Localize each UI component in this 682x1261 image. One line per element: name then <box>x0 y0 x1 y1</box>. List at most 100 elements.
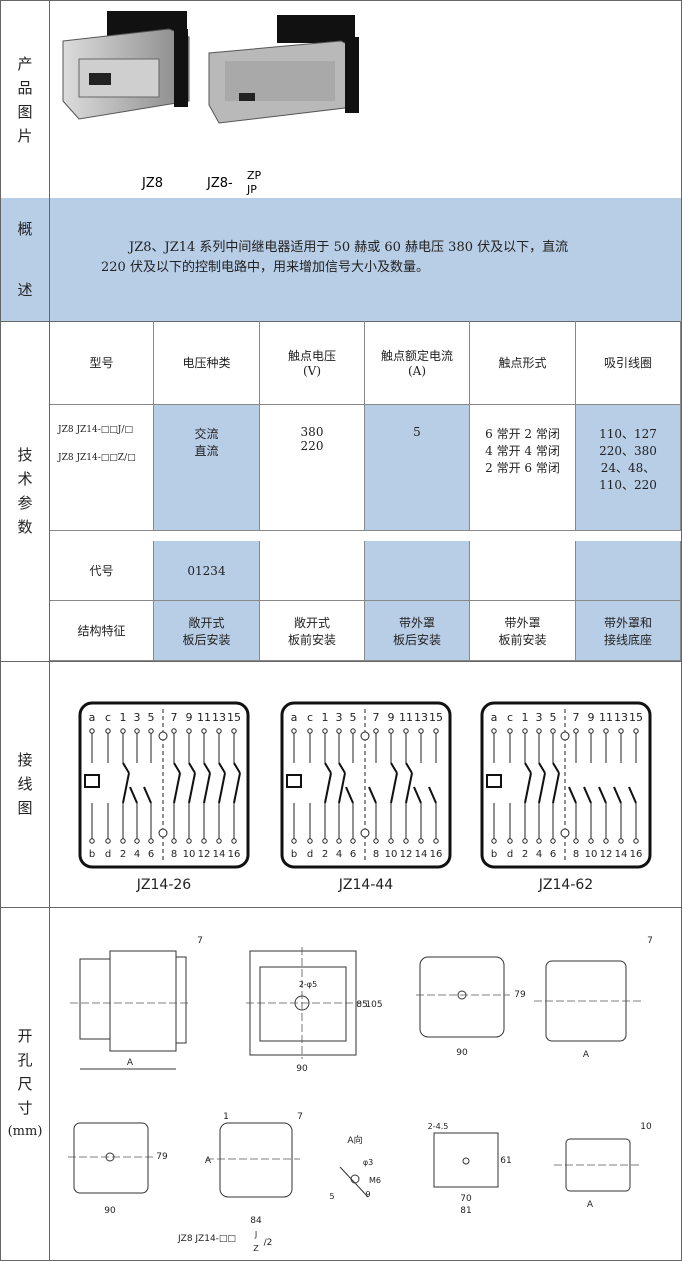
wiring-top-pin: 3 <box>536 711 543 724</box>
relay-jz8-image <box>62 11 190 120</box>
wiring-bottom-pin: b <box>291 849 297 860</box>
dim-10: 10 <box>640 1122 652 1132</box>
spec-code-empty <box>470 541 576 601</box>
wiring-top-pin: 13 <box>614 711 628 724</box>
dim-79b: 79 <box>156 1152 168 1162</box>
spec-code-empty <box>260 541 365 601</box>
wiring-bottom-pin: 14 <box>415 849 428 860</box>
wiring-bottom-pin: 8 <box>373 849 379 860</box>
dims-label: 开孔尺寸 (mm) <box>1 907 50 1260</box>
wiring-bottom-pin: b <box>491 849 497 860</box>
photo-section: 产品图片 JZ8 JZ8- ZP <box>1 1 681 199</box>
product-photos: JZ8 JZ8- ZP JP <box>62 11 359 196</box>
wiring-top-pin: 15 <box>227 711 241 724</box>
wiring-top-pin: a <box>89 711 96 724</box>
base-plate <box>433 1132 499 1188</box>
dim-a4: A <box>587 1200 594 1210</box>
wiring-top-pin: 3 <box>134 711 141 724</box>
wiring-top-pin: c <box>507 711 513 724</box>
dim-a3: A <box>205 1156 212 1166</box>
dim-9: 9 <box>365 1190 370 1199</box>
spec-code-label: 代号 <box>50 541 154 601</box>
wiring-bottom-pin: 8 <box>573 849 579 860</box>
spec-struct-item: 带外罩板后安装 <box>365 601 470 661</box>
spec-header: 触点形式 <box>470 321 576 405</box>
body-side <box>219 1122 293 1198</box>
wiring-top-pin: 3 <box>336 711 343 724</box>
photo-section-label: 产品图片 <box>1 1 50 198</box>
dims-footer-j: J <box>254 1230 257 1239</box>
wiring-top-pin: 7 <box>171 711 178 724</box>
wiring-top-pin: a <box>291 711 298 724</box>
wiring-bottom-pin: 10 <box>585 849 598 860</box>
wiring-top-pin: 9 <box>186 711 193 724</box>
wiring-bottom-pin: 16 <box>228 849 241 860</box>
spec-header: 触点额定电流(A) <box>365 321 470 405</box>
wiring-top-pin: 11 <box>599 711 613 724</box>
coil-symbol <box>486 774 502 788</box>
dim-a2: A <box>583 1050 590 1060</box>
wiring-top-pin: 9 <box>588 711 595 724</box>
wiring-bottom-pin: 6 <box>550 849 556 860</box>
spec-models: JZ8 JZ14-□□J/□JZ8 JZ14-□□Z/□ <box>50 405 154 531</box>
wiring-diagram-title: JZ14-62 <box>538 877 593 893</box>
dim-1: 1 <box>223 1112 229 1122</box>
spec-header: 电压种类 <box>154 321 260 405</box>
spec-code-value: 01234 <box>154 541 260 601</box>
spec-voltage-types: 交流直流 <box>154 405 260 531</box>
overview-section: 概 述 JZ8、JZ14 系列中间继电器适用于 50 赫或 60 赫电压 380… <box>1 198 681 322</box>
wiring-top-pin: 13 <box>212 711 226 724</box>
dim-7c: 7 <box>297 1112 303 1122</box>
wiring-top-pin: 1 <box>522 711 529 724</box>
wiring-bottom-pin: b <box>89 849 95 860</box>
wiring-top-pin: 11 <box>197 711 211 724</box>
spec-header: 吸引线圈 <box>576 321 681 405</box>
overview-label: 概 述 <box>1 198 50 321</box>
dim-61: 61 <box>500 1156 511 1166</box>
coil-symbol <box>286 774 302 788</box>
wiring-bottom-pin: 10 <box>385 849 398 860</box>
wiring-top-pin: c <box>307 711 313 724</box>
wiring-bottom-pin: d <box>307 849 313 860</box>
photo-caption-zp: ZP <box>247 169 262 182</box>
dim-a: A <box>127 1058 134 1068</box>
wiring-top-pin: 1 <box>322 711 329 724</box>
wiring-top-pin: 1 <box>120 711 127 724</box>
wiring-top-pin: 7 <box>573 711 580 724</box>
wiring-bottom-pin: 12 <box>198 849 211 860</box>
overview-text: JZ8、JZ14 系列中间继电器适用于 50 赫或 60 赫电压 380 伏及以… <box>101 240 569 275</box>
wiring-diagram-title: JZ14-44 <box>338 877 393 893</box>
wiring-top-pin: 5 <box>148 711 155 724</box>
photo-caption-jz8: JZ8 <box>141 176 163 191</box>
spec-struct-item: 敞开式板前安装 <box>260 601 365 661</box>
dims-footer: JZ8 JZ14-□□ <box>177 1234 236 1244</box>
dim-5: 5 <box>329 1192 334 1201</box>
wiring-top-pin: 7 <box>373 711 380 724</box>
dim-90c: 90 <box>104 1206 116 1216</box>
wiring-bottom-pin: 10 <box>183 849 196 860</box>
side-view-body <box>109 950 177 1052</box>
wiring-bottom-pin: 12 <box>600 849 613 860</box>
spec-struct-label: 结构特征 <box>50 601 154 661</box>
wiring-diagram-title: JZ14-26 <box>136 877 191 893</box>
wiring-frame <box>280 701 452 869</box>
dim-7b: 7 <box>647 936 653 946</box>
coil-symbol <box>84 774 100 788</box>
wiring-label: 接线图 <box>1 661 50 907</box>
wiring-frame <box>78 701 250 869</box>
relay-jz8-zp-jp-image <box>208 15 359 124</box>
wiring-top-pin: c <box>105 711 111 724</box>
photo-caption-jz8-dash: JZ8- <box>206 176 233 191</box>
dim-84: 84 <box>250 1216 262 1226</box>
wiring-bottom-pin: 6 <box>350 849 356 860</box>
dim-79: 79 <box>514 990 526 1000</box>
spec-header: 触点电压(V) <box>260 321 365 405</box>
